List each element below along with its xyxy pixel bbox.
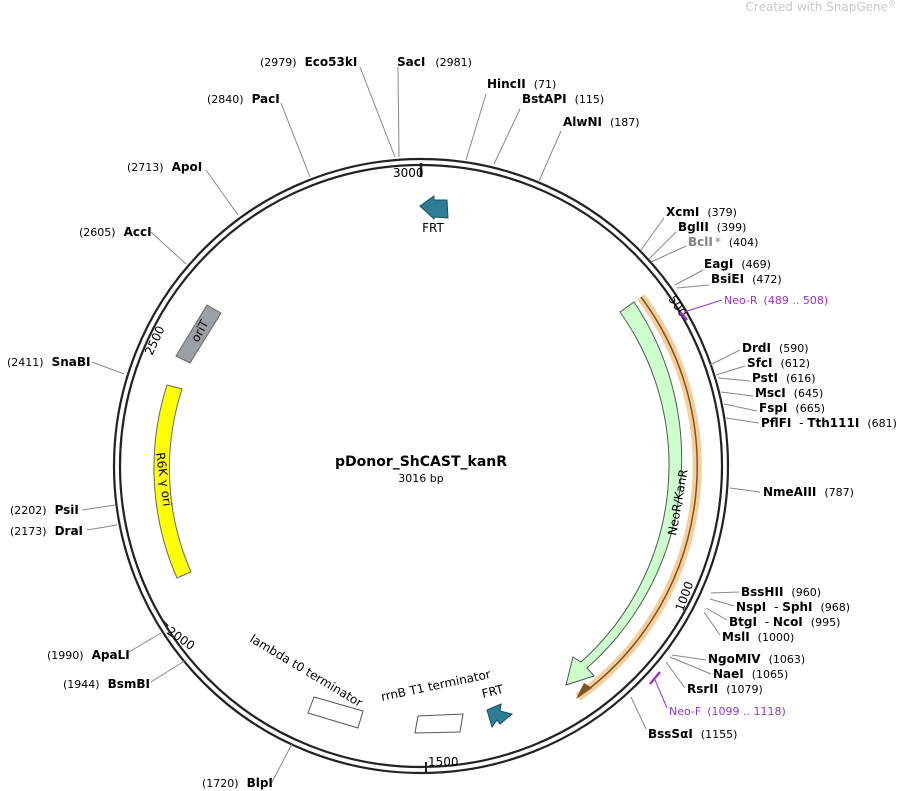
site-label[interactable]: PflFI - Tth111I(681) <box>761 416 897 430</box>
site-label[interactable]: XcmI(379) <box>666 205 737 219</box>
site-label[interactable]: SfcI(612) <box>747 356 810 370</box>
site-label[interactable]: MslI(1000) <box>722 630 794 644</box>
site-label[interactable]: MscI(645) <box>755 386 823 400</box>
neor-highlight-arrowhead <box>576 683 592 699</box>
neo-f-primer-label[interactable]: Neo-F(1099 .. 1118) <box>669 705 786 718</box>
backbone-outer-strand <box>112 157 730 775</box>
rrnb-t1-terminator-feature[interactable] <box>414 713 464 734</box>
lambda-t0-terminator-feature[interactable] <box>307 696 364 729</box>
watermark-prefix: Created with <box>745 0 827 14</box>
neo-r-leader <box>683 299 723 313</box>
rrnb-t1-terminator-label: rrnB T1 terminator <box>380 667 492 704</box>
plasmid-length: 3016 bp <box>398 472 443 485</box>
neo-r-primer-label[interactable]: Neo-R(489 .. 508) <box>724 294 828 307</box>
site-label[interactable]: BsiEI(472) <box>711 272 782 286</box>
site-label[interactable]: NspI - SphI(968) <box>736 600 850 614</box>
frt-top-label: FRT <box>422 221 444 235</box>
frt-top-feature[interactable] <box>419 195 449 221</box>
neor-highlight-line <box>577 296 698 698</box>
site-label[interactable]: BstAPI(115) <box>522 92 604 106</box>
site-label[interactable]: NaeI(1065) <box>713 667 788 681</box>
tick-label-1500: 1500 <box>428 755 459 769</box>
site-label[interactable]: (2411)SnaBI <box>7 355 90 369</box>
site-label[interactable]: EagI(469) <box>704 257 771 271</box>
site-label[interactable]: (2840)PacI <box>207 92 280 106</box>
site-label[interactable]: (1720)BlpI <box>202 776 273 790</box>
watermark-brand: SnapGene <box>826 0 888 14</box>
site-label[interactable]: (2173)DraI <box>10 524 83 538</box>
site-label[interactable]: (2605)AccI <box>79 225 152 239</box>
site-label[interactable]: DrdI(590) <box>742 341 809 355</box>
site-label[interactable]: BssSαI(1155) <box>648 727 737 741</box>
watermark-mark: ® <box>888 0 896 8</box>
r6k-ori-feature[interactable] <box>153 384 192 579</box>
site-label[interactable]: (2713)ApoI <box>127 160 202 174</box>
site-label[interactable]: (2979)Eco53kI <box>260 55 357 69</box>
site-label[interactable]: SacI(2981) <box>397 55 472 69</box>
snapgene-watermark: Created with SnapGene® <box>746 0 896 14</box>
site-label[interactable]: NmeAIII(787) <box>763 485 854 499</box>
site-label[interactable]: NgoMIV(1063) <box>708 652 805 666</box>
site-leaders <box>81 66 761 783</box>
site-label[interactable]: (2202)PsiI <box>10 503 79 517</box>
orit-feature[interactable] <box>175 304 222 364</box>
site-label[interactable]: FspI(665) <box>759 401 825 415</box>
site-labels: HincII(71) BstAPI(115) AlwNI(187) XcmI(3… <box>7 55 897 790</box>
lambda-t0-terminator-label: lambda t0 terminator <box>247 632 365 710</box>
neo-f-primer-mark <box>649 671 661 685</box>
frt-bottom-label: FRT <box>480 682 505 701</box>
site-label[interactable]: (1990)ApaLI <box>47 648 130 662</box>
frt-bottom-feature[interactable] <box>486 703 514 729</box>
site-label[interactable]: (1944)BsmBI <box>63 677 150 691</box>
site-label[interactable]: BglII(399) <box>678 220 746 234</box>
site-label[interactable]: RsrII(1079) <box>687 682 763 696</box>
site-label[interactable]: BtgI - NcoI(995) <box>729 615 840 629</box>
site-label[interactable]: HincII(71) <box>487 77 556 91</box>
site-label[interactable]: AlwNI(187) <box>563 115 640 129</box>
site-label[interactable]: BssHII(960) <box>741 585 821 599</box>
plasmid-name: pDonor_ShCAST_kanR <box>335 454 507 470</box>
neo-r-primer-mark <box>679 311 688 321</box>
neor-kanr-feature[interactable] <box>565 301 683 686</box>
site-label[interactable]: PstI(616) <box>752 371 816 385</box>
site-label[interactable]: BclI*(404) <box>688 235 758 249</box>
tick-2000 <box>161 619 169 627</box>
tick-label-3000: 3000 <box>393 166 424 180</box>
neo-f-leader <box>654 679 668 709</box>
